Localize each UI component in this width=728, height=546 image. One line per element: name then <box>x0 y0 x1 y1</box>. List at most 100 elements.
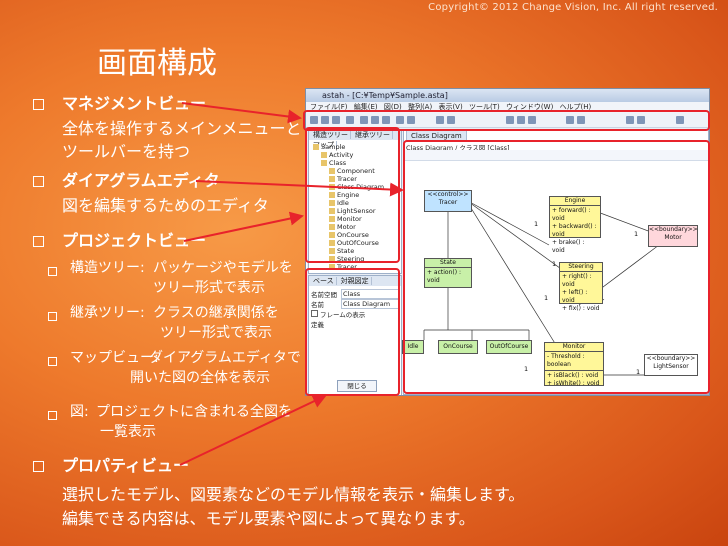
sub-bullet-desc: ダイアグラムエディタで <box>149 350 301 366</box>
association-line <box>465 199 550 246</box>
sub-bullet-desc: プロジェクトに含まれる全図を <box>96 404 292 420</box>
class-outofcourse[interactable]: OutOfCourse <box>486 340 532 354</box>
tree-item[interactable]: Activity <box>321 151 353 159</box>
save-icon[interactable] <box>332 116 340 124</box>
app-screenshot: astah - [C:¥Temp¥Sample.asta] ファイル(F) 編集… <box>305 88 710 396</box>
class-idle[interactable]: Idle <box>402 340 424 354</box>
align-icon[interactable] <box>506 116 514 124</box>
slide-title: 画面構成 <box>97 46 217 81</box>
tree-item[interactable]: Monitor <box>329 215 362 223</box>
tab-relation[interactable]: 対親図定 <box>338 277 372 285</box>
highlight-diagram-editor <box>403 140 710 394</box>
align-icon[interactable] <box>528 116 536 124</box>
checkbox[interactable] <box>311 310 318 317</box>
bullet-square-icon <box>33 176 44 187</box>
multiplicity-label: 1 <box>534 220 539 228</box>
bullet-text: 図を編集するためのエディタ <box>62 196 269 215</box>
class-icon <box>329 208 335 214</box>
tree-item[interactable]: Class <box>321 159 346 167</box>
multiplicity-label: 1 <box>544 294 549 302</box>
tree-item[interactable]: State <box>329 247 354 255</box>
highlight-management-view <box>303 110 710 131</box>
tree-item[interactable]: Sample <box>313 143 345 151</box>
menu-item[interactable]: ヘルプ(H) <box>559 103 592 111</box>
tree-item[interactable]: LightSensor <box>329 207 376 215</box>
class-engine[interactable]: Engine + forward() : void+ backward() : … <box>549 196 601 254</box>
redo-icon[interactable] <box>407 116 415 124</box>
zoom-in-icon[interactable] <box>436 116 444 124</box>
highlight-property-view <box>305 268 400 396</box>
layout-icon[interactable] <box>676 116 684 124</box>
sub-bullet-label: マップビュー: <box>70 350 159 366</box>
folder-icon <box>321 160 327 166</box>
align-icon[interactable] <box>517 116 525 124</box>
layout-icon[interactable] <box>626 116 634 124</box>
layout-icon[interactable] <box>577 116 585 124</box>
diagram-editor-panel: Class Diagram Class Diagram / クラス図 [Clas… <box>402 129 709 395</box>
menu-item[interactable]: ツール(T) <box>468 103 500 111</box>
bullet-heading-project-view: プロジェクトビュー <box>62 231 207 250</box>
menu-item[interactable]: 編集(E) <box>353 103 378 111</box>
tab-structure-tree[interactable]: 構造ツリー <box>311 131 351 139</box>
sub-bullet-square-icon <box>48 411 57 420</box>
toolbar <box>306 113 709 128</box>
sub-bullet-desc: クラスの継承関係を <box>153 305 279 321</box>
class-icon <box>329 216 335 222</box>
property-row: フレームの表示 <box>311 309 365 319</box>
class-icon <box>329 192 335 198</box>
tab-base[interactable]: ベース <box>311 277 337 285</box>
class-motor[interactable]: <<boundary>>Motor <box>648 225 698 247</box>
class-oncourse[interactable]: OnCourse <box>438 340 478 354</box>
class-state[interactable]: State + action() : void <box>424 258 472 288</box>
sub-bullet-square-icon <box>48 312 57 321</box>
sub-bullet-square-icon <box>48 357 57 366</box>
cut-icon[interactable] <box>360 116 368 124</box>
diagram-title: Class Diagram / クラス図 [Class] <box>406 144 510 152</box>
tree-item[interactable]: OutOfCourse <box>329 239 379 247</box>
tree-item[interactable]: Component <box>329 167 375 175</box>
tree-item[interactable]: Tracer <box>329 175 357 183</box>
layout-icon[interactable] <box>637 116 645 124</box>
property-tabs: ベース対親図定 <box>309 276 401 286</box>
menu-item[interactable]: 表示(V) <box>438 103 463 111</box>
tab-map[interactable]: マップ <box>311 141 337 149</box>
class-icon <box>329 256 335 262</box>
window-title: astah - [C:¥Temp¥Sample.asta] <box>306 89 709 102</box>
tree-item[interactable]: OnCourse <box>329 231 369 239</box>
paste-icon[interactable] <box>382 116 390 124</box>
highlight-project-view <box>305 127 400 263</box>
multiplicity-label: 1 <box>524 365 529 373</box>
bullet-text: ツールバーを持つ <box>62 142 191 161</box>
layout-icon[interactable] <box>566 116 574 124</box>
class-lightsensor[interactable]: <<boundary>>LightSensor <box>644 354 698 376</box>
menu-item[interactable]: ウィンドウ(W) <box>505 103 554 111</box>
tree-item[interactable]: Engine <box>329 191 359 199</box>
bullet-square-icon <box>33 461 44 472</box>
sub-bullet-desc: 開いた図の全体を表示 <box>130 370 270 386</box>
sub-bullet-desc: 一覧表示 <box>100 424 156 440</box>
class-steering[interactable]: Steering + right() : void+ left() : void… <box>559 262 603 312</box>
close-button[interactable]: 閉じる <box>337 380 377 392</box>
tree-item[interactable]: Motor <box>329 223 356 231</box>
open-icon[interactable] <box>321 116 329 124</box>
class-tracer[interactable]: <<control>>Tracer <box>424 190 472 212</box>
undo-icon[interactable] <box>396 116 404 124</box>
sub-bullet-desc: ツリー形式で表示 <box>153 280 265 296</box>
tree-item[interactable]: Tracer <box>329 263 357 271</box>
bullet-text: 全体を操作するメインメニューと <box>62 119 302 138</box>
new-icon[interactable] <box>310 116 318 124</box>
menu-item[interactable]: ファイル(F) <box>310 103 348 111</box>
menu-item[interactable]: 整列(A) <box>407 103 433 111</box>
tree-item[interactable]: Steering <box>329 255 364 263</box>
tree-item[interactable]: Idle <box>329 199 349 207</box>
class-monitor[interactable]: Monitor - Threshold : boolean + isBlack(… <box>544 342 604 387</box>
zoom-out-icon[interactable] <box>447 116 455 124</box>
print-icon[interactable] <box>346 116 354 124</box>
tab-inheritance-tree[interactable]: 継承ツリー <box>353 131 393 139</box>
multiplicity-label: 1 <box>636 368 641 376</box>
property-row: 定義 <box>311 321 324 329</box>
copy-icon[interactable] <box>371 116 379 124</box>
menu-bar: ファイル(F) 編集(E) 図(D) 整列(A) 表示(V) ツール(T) ウィ… <box>306 102 709 113</box>
menu-item[interactable]: 図(D) <box>383 103 402 111</box>
